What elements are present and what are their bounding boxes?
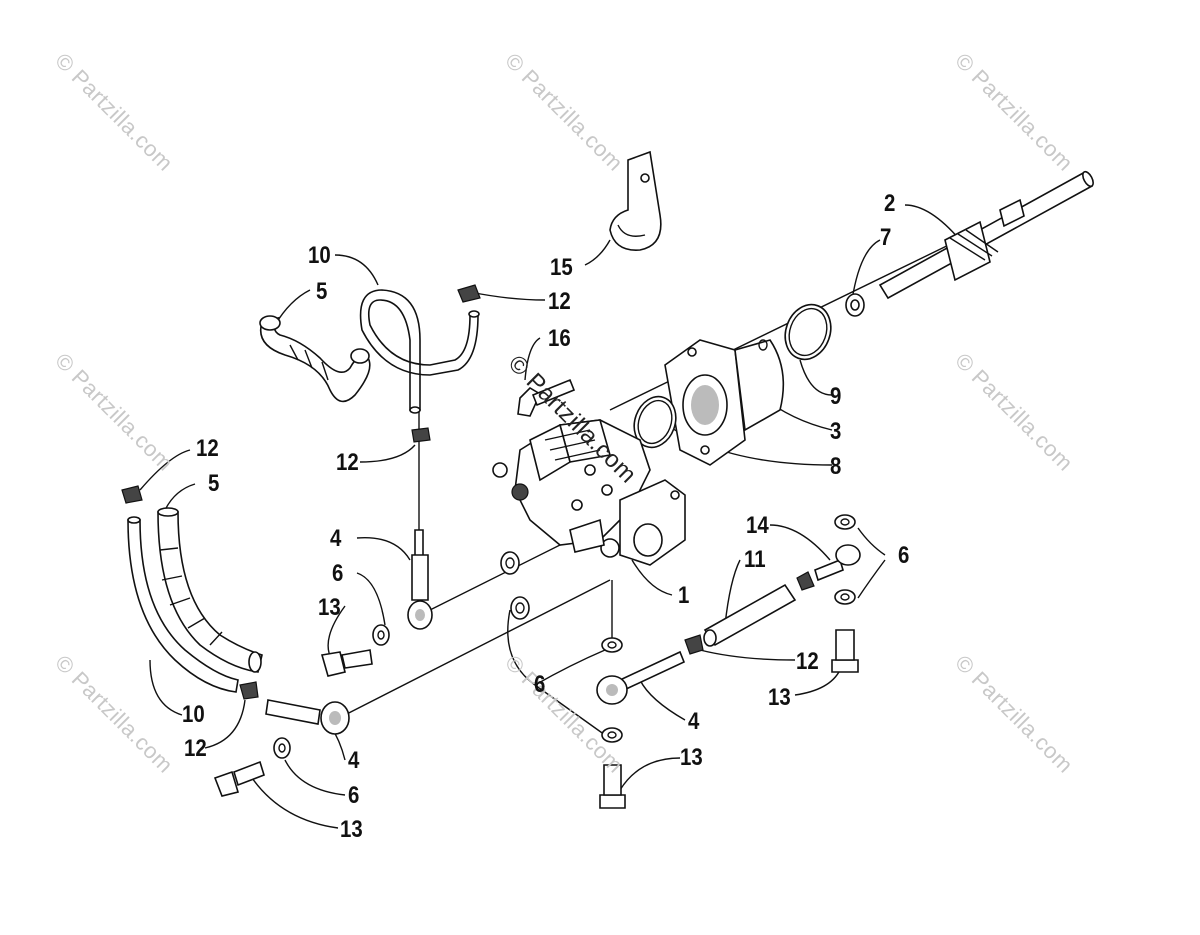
part-3-pump-housing <box>664 339 785 466</box>
callout-13: 13 <box>768 684 791 711</box>
callout-6: 6 <box>348 782 360 809</box>
callout-5: 5 <box>316 278 328 305</box>
callout-4: 4 <box>688 708 700 735</box>
part-4-banjo-lower-center <box>596 650 686 705</box>
callout-5: 5 <box>208 470 220 497</box>
part-13-bolts <box>213 629 859 809</box>
callout-12: 12 <box>196 435 219 462</box>
callout-13: 13 <box>318 594 341 621</box>
callout-15: 15 <box>550 254 573 281</box>
part-8-o-ring <box>633 395 677 449</box>
callout-8: 8 <box>830 453 842 480</box>
part-10-hose-upper <box>359 289 480 414</box>
callout-4: 4 <box>348 747 360 774</box>
callout-12: 12 <box>796 648 819 675</box>
part-9-o-ring <box>784 303 832 361</box>
callout-9: 9 <box>830 383 842 410</box>
callout-6: 6 <box>898 542 910 569</box>
callout-14: 14 <box>746 512 769 539</box>
part-16-bolt <box>517 378 576 417</box>
callout-11: 11 <box>744 546 766 573</box>
part-2-gear-shaft <box>878 170 1094 300</box>
callout-13: 13 <box>680 744 703 771</box>
part-15-clamp-bracket <box>609 150 662 251</box>
part-6-washers <box>273 514 856 759</box>
part-1-oil-pump <box>492 419 686 566</box>
callout-4: 4 <box>330 525 342 552</box>
callout-10: 10 <box>182 701 205 728</box>
part-12-clamps <box>121 284 815 700</box>
part-5-hose-upper <box>259 315 371 403</box>
part-5-hose-lower <box>157 507 263 673</box>
callout-12: 12 <box>336 449 359 476</box>
part-10-hose-lower <box>127 516 239 693</box>
callout-3: 3 <box>830 418 842 445</box>
part-11-tube <box>703 583 797 647</box>
part-7-washer <box>845 293 865 317</box>
callout-13: 13 <box>340 816 363 843</box>
callout-2: 2 <box>884 190 896 217</box>
callout-7: 7 <box>880 224 892 251</box>
part-4-banjo-lower-left <box>265 699 350 735</box>
callout-6: 6 <box>332 560 344 587</box>
callout-12: 12 <box>548 288 571 315</box>
callout-10: 10 <box>308 242 331 269</box>
callout-1: 1 <box>678 582 690 609</box>
part-14-banjo-right <box>814 544 861 582</box>
callout-6: 6 <box>534 671 546 698</box>
part-4-banjo-upper <box>407 529 433 630</box>
callout-12: 12 <box>184 735 207 762</box>
callout-16: 16 <box>548 325 571 352</box>
